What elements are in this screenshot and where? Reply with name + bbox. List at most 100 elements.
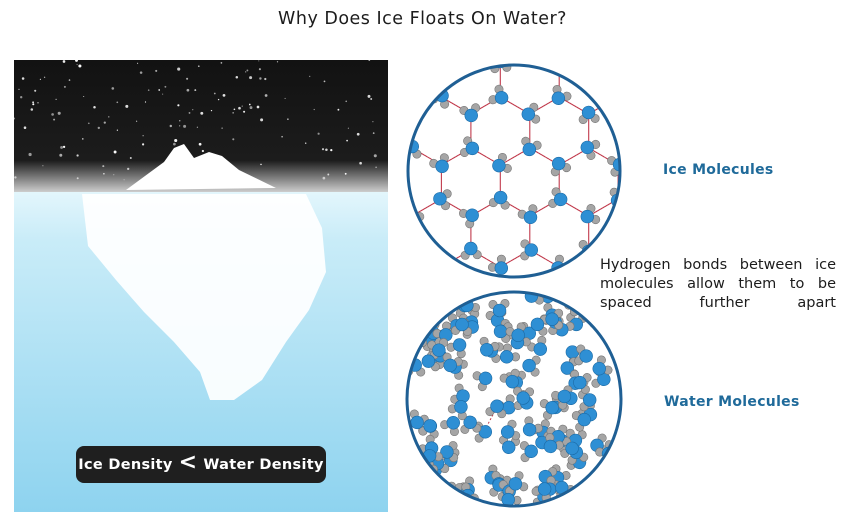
star [63,85,66,88]
star [83,95,85,98]
star [222,94,226,97]
star [20,96,23,99]
oxygen-atom [611,65,620,72]
star [238,106,241,110]
oxygen-atom [480,343,494,357]
star [260,163,262,166]
oxygen-atom [524,444,538,459]
water-molecule [487,254,509,275]
oxygen-atom [499,350,514,364]
hydrogen-atom [576,300,586,310]
hydrogen-atom [620,60,626,63]
star [367,94,371,98]
water-molecule [580,139,601,160]
oxygen-atom [435,159,449,174]
oxygen-atom [439,328,453,342]
oxygen-atom [522,358,536,373]
water-molecule [407,460,427,480]
star [177,104,180,107]
water-molecule [505,322,526,342]
hydrogen-bond [402,60,412,63]
star [144,101,147,103]
iceberg-illustration [14,60,388,512]
oxygen-atom [464,108,478,123]
star [192,109,194,111]
water-molecule [479,336,500,357]
star [51,113,54,116]
star [245,71,247,73]
star [287,118,289,120]
star [368,60,371,62]
oxygen-atom [502,440,516,454]
oxygen-atom [522,422,537,437]
star [323,80,326,83]
star [322,176,326,180]
star [129,156,132,160]
oxygen-atom [533,342,548,356]
oxygen-atom [478,425,492,439]
star [169,124,173,128]
water-molecule [592,355,613,376]
page-title: Why Does Ice Floats On Water? [278,9,567,29]
star [136,120,138,122]
hydrogen-atom [440,60,450,61]
water-molecule [440,441,459,463]
ice-molecules-diagram [402,60,626,279]
oxygen-atom [410,460,425,474]
hydrogen-atom [424,296,434,306]
star [317,132,320,135]
hydrogen-atom [412,327,422,337]
hydrogen-atom [433,485,443,495]
water-molecule [578,105,600,125]
water-molecule [580,204,601,225]
hydrogen-atom [414,322,424,332]
oxygen-atom [573,375,587,390]
star [183,124,187,128]
star [62,60,66,63]
star [196,126,199,128]
star [32,103,35,106]
hydrogen-atom [610,487,620,497]
oxygen-atom [580,140,595,155]
water-molecule [429,259,450,277]
oxygen-atom [410,415,424,430]
star [18,88,20,91]
oxygen-atom [537,482,552,496]
star [220,62,223,64]
water-molecule [608,60,626,72]
star [249,76,253,80]
star [116,101,119,104]
water-molecule [433,60,452,73]
oxygen-atom [543,439,558,454]
water-molecule [550,156,572,177]
oxygen-atom [493,190,508,205]
note-line-1: Hydrogen bonds between ice [600,257,836,273]
oxygen-atom [493,65,507,69]
star [179,120,181,122]
star [55,98,57,101]
water-molecule [459,103,481,123]
water-molecule [408,238,423,260]
water-molecule [531,482,552,503]
water-molecule [545,308,564,330]
star [113,174,115,176]
water-molecule [485,399,507,419]
hydrogen-atom [608,60,617,62]
oxygen-atom [408,106,421,121]
star [337,108,340,111]
star [370,98,373,100]
water-molecule [488,84,509,105]
ice-circle-border [406,63,622,279]
hydrogen-atom [609,478,619,488]
water-molecule [519,441,538,463]
hydrogen-bond [471,60,530,63]
oxygen-atom [500,425,515,439]
star [249,106,253,110]
water-molecule [522,355,541,377]
star [142,135,144,137]
star [42,165,44,167]
water-molecule [600,487,621,506]
oxygen-atom [432,343,446,357]
water-molecule [574,344,593,366]
star [174,138,178,143]
